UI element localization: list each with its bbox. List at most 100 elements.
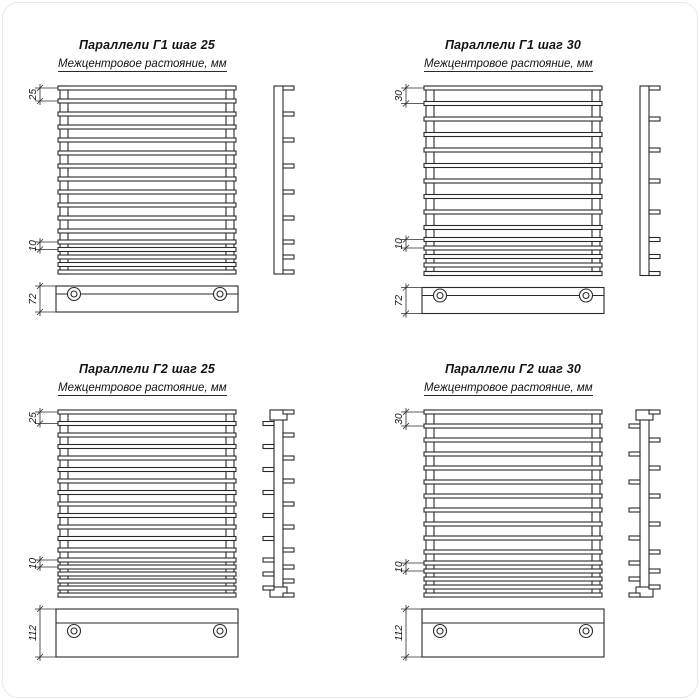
side-bottom-cap: [635, 586, 654, 598]
side-tube-stub: [282, 409, 295, 415]
tube: [423, 85, 603, 91]
tube: [57, 512, 237, 519]
tube: [423, 245, 603, 251]
panel-parallels-g2-step25: Параллели Г2 шаг 25 Межцентровое растоян…: [22, 362, 332, 684]
dim-small-label: 10: [28, 558, 39, 570]
side-tube-stub: [648, 116, 661, 122]
tube: [423, 493, 603, 499]
side-tube-stub: [628, 576, 641, 582]
dim-base-height-label: 72: [394, 295, 405, 307]
tube: [423, 224, 603, 231]
side-tube-stub: [648, 253, 661, 260]
tube: [57, 466, 237, 473]
tube: [423, 147, 603, 153]
tube: [57, 269, 237, 275]
tube: [57, 501, 237, 507]
connection-port-inner: [70, 627, 78, 635]
panel-title: Параллели Г1 шаг 30: [444, 38, 582, 52]
side-tube-stub: [262, 557, 275, 563]
panel-subtitle: Межцентровое растояние, мм: [58, 382, 227, 396]
tube: [57, 432, 237, 438]
tube: [423, 592, 603, 598]
dim-tick: [402, 310, 410, 317]
panel-title: Параллели Г2 шаг 30: [444, 362, 582, 376]
panel-subtitle-text: Межцентровое растояние, мм: [58, 382, 227, 396]
dim-tick: [36, 84, 44, 92]
side-tube-stub: [282, 239, 295, 245]
side-tube-stub: [262, 420, 275, 427]
side-tube-stub: [648, 568, 661, 574]
tube: [57, 124, 237, 130]
side-top-cap: [269, 409, 288, 421]
tube: [57, 163, 237, 169]
dim-step-label: 25: [28, 89, 39, 102]
dim-small-label: 10: [394, 561, 405, 573]
radiator-drawing-g1-step25: 25 10 72: [28, 84, 295, 316]
tube: [57, 592, 237, 598]
tube: [423, 100, 603, 107]
base-unit: [55, 285, 239, 313]
tube: [423, 584, 603, 590]
tube: [57, 189, 237, 195]
side-tube-stub: [628, 535, 641, 541]
panel-subtitle-text: Межцентровое растояние, мм: [58, 58, 227, 72]
dim-tick: [36, 282, 44, 290]
tube: [423, 270, 603, 277]
side-tube-stub: [282, 163, 295, 169]
tube: [57, 176, 237, 182]
panel-subtitle-text: Межцентровое растояние, мм: [424, 58, 593, 72]
tube: [423, 576, 603, 582]
tube: [57, 571, 237, 577]
tube: [423, 253, 603, 260]
side-tube-stub: [648, 584, 661, 590]
dim-tick: [36, 605, 44, 613]
dim-base-height-label: 72: [28, 293, 39, 305]
side-tube-stub: [282, 592, 295, 598]
side-collector: [273, 409, 284, 598]
side-tube-stub: [262, 443, 275, 450]
side-tube-stub: [648, 270, 661, 277]
side-tube-stub: [262, 466, 275, 473]
tube: [57, 228, 237, 234]
side-collector: [273, 85, 284, 275]
dim-tick: [402, 653, 410, 661]
side-tube-stub: [282, 564, 295, 570]
connection-port-inner: [582, 291, 590, 300]
tube: [57, 239, 237, 245]
tube: [57, 585, 237, 591]
tube: [57, 443, 237, 450]
panel-title: Параллели Г2 шаг 25: [78, 362, 216, 376]
tube: [57, 524, 237, 530]
side-tube-stub: [282, 455, 295, 461]
panel-title: Параллели Г1 шаг 25: [78, 38, 216, 52]
connection-port-inner: [216, 290, 224, 298]
dim-tick: [402, 244, 410, 252]
tube: [423, 437, 603, 443]
tube: [423, 409, 603, 415]
tube: [57, 489, 237, 496]
tube: [423, 236, 603, 243]
tube: [57, 478, 237, 484]
side-tube-stub: [648, 85, 661, 91]
tube: [423, 193, 603, 200]
side-tube-stub: [282, 501, 295, 507]
tube: [423, 116, 603, 122]
side-tube-stub: [282, 137, 295, 143]
tube: [57, 547, 237, 553]
side-tube-stub: [628, 451, 641, 457]
base-unit: [55, 608, 239, 658]
tube: [423, 451, 603, 457]
side-tube-stub: [282, 254, 295, 260]
side-tube-stub: [628, 507, 641, 513]
tube: [423, 423, 603, 429]
dim-tick: [36, 308, 44, 316]
side-bottom-cap: [269, 586, 288, 598]
dim-small-label: 10: [28, 240, 39, 252]
dim-tick: [36, 408, 44, 416]
dim-step-label: 30: [394, 413, 405, 425]
dim-tick: [402, 84, 410, 92]
side-tube-stub: [262, 571, 275, 577]
dim-tick: [402, 422, 410, 430]
tube: [423, 507, 603, 513]
